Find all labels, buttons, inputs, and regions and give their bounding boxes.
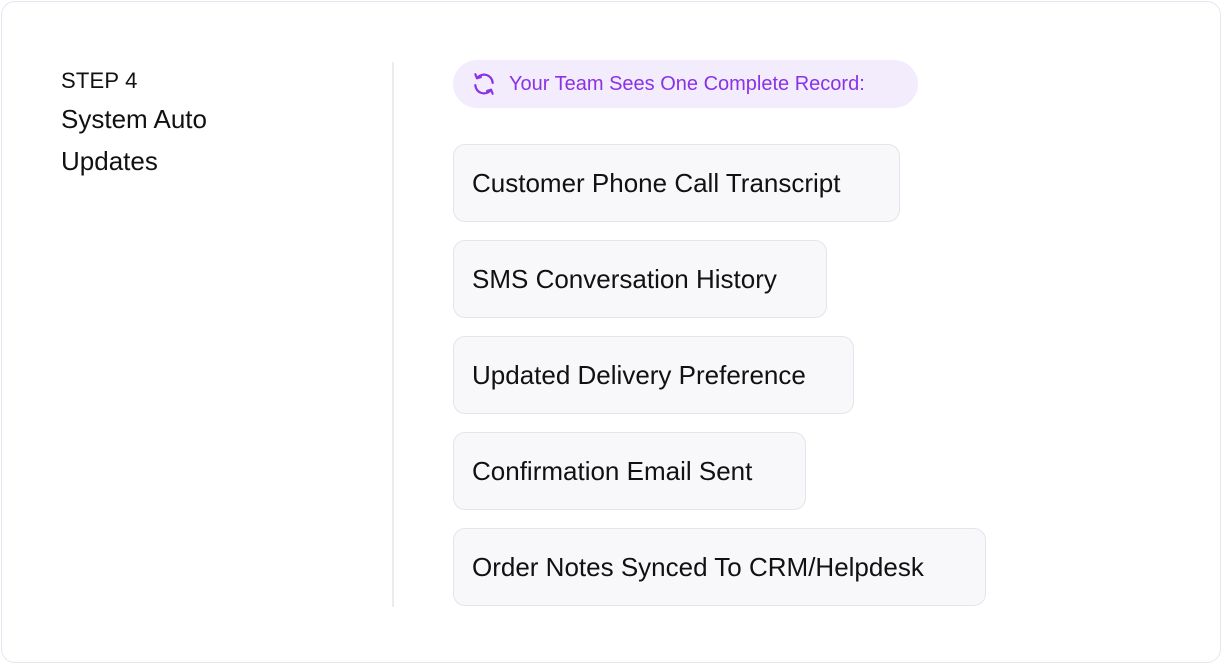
step-title: System Auto Updates — [61, 104, 207, 176]
step-label: STEP 4 — [61, 68, 138, 93]
record-header-text: Your Team Sees One Complete Record: — [509, 72, 865, 95]
record-item-delivery-preference: Updated Delivery Preference — [453, 336, 854, 414]
record-header-pill: Your Team Sees One Complete Record: — [453, 60, 918, 108]
record-item-sms-history: SMS Conversation History — [453, 240, 827, 318]
record-item-order-notes: Order Notes Synced To CRM/Helpdesk — [453, 528, 986, 606]
step-info: STEP 4 System Auto Updates — [61, 66, 361, 182]
record-item-call-transcript: Customer Phone Call Transcript — [453, 144, 900, 222]
record-item-confirmation-email: Confirmation Email Sent — [453, 432, 806, 510]
refresh-icon — [471, 71, 497, 97]
column-divider — [392, 62, 394, 607]
